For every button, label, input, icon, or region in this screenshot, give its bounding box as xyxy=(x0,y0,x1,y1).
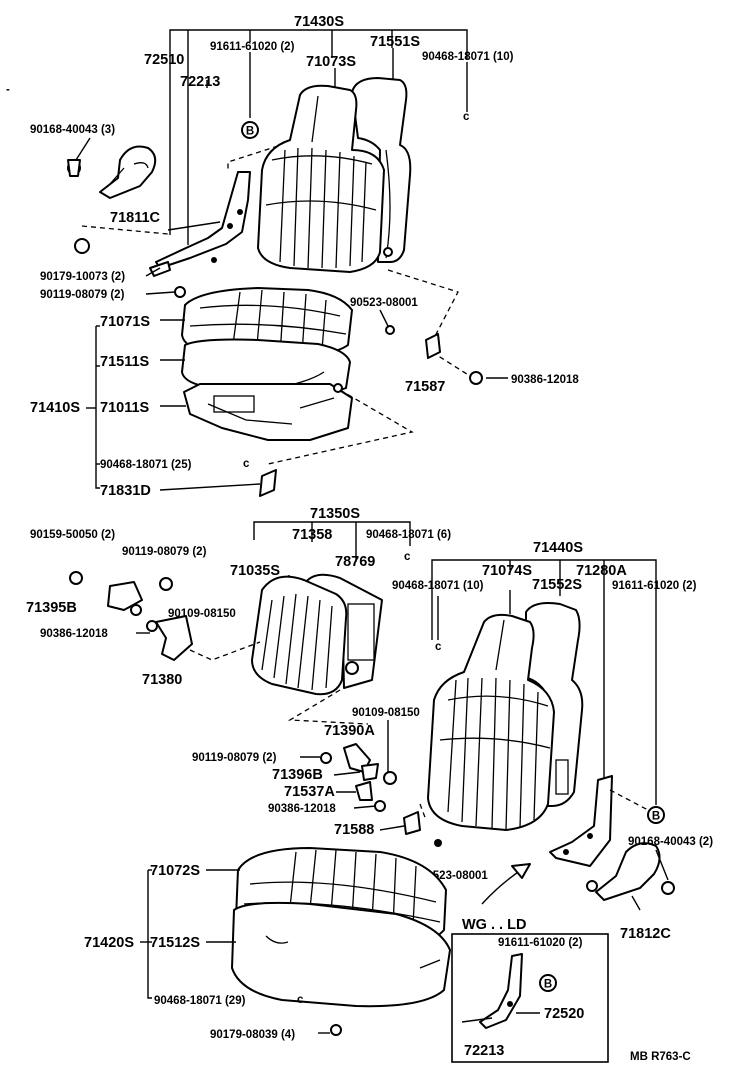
label-90179-b: 90179-08039 (4) xyxy=(210,1029,295,1041)
front-seatback xyxy=(257,77,412,273)
label-90386-a: 90386-12018 xyxy=(511,374,579,386)
label-72510: 72510 xyxy=(144,52,184,68)
label-71073S: 71073S xyxy=(306,54,356,70)
label-71072S: 71072S xyxy=(150,863,200,879)
label-71074S: 71074S xyxy=(482,563,532,579)
right-seatback-group: B 71440S 71074S 71280A 90468-18071 (10) … xyxy=(392,540,713,942)
label-91611-c: 91611-61020 (2) xyxy=(498,937,583,949)
label-71380: 71380 xyxy=(142,672,182,688)
diagram-code: MB R763-C xyxy=(630,1051,691,1063)
clip-marker-4: c xyxy=(435,641,442,653)
clip-marker-3: c xyxy=(404,551,411,563)
front-recliner-cover xyxy=(67,145,157,199)
front-recliner-bracket xyxy=(149,171,251,277)
wg-ld-inset: WG . . LD B 91611-61020 (2) 72520 72213 xyxy=(451,917,609,1063)
label-90523-a: 90523-08001 xyxy=(350,297,418,309)
b-marker-inset xyxy=(539,974,557,992)
clip-marker-1: c xyxy=(243,458,250,470)
front-clip-71587 xyxy=(425,333,441,359)
label-90159: 90159-50050 (2) xyxy=(30,529,115,541)
front-washer xyxy=(469,371,483,385)
b-marker-right xyxy=(647,806,665,824)
label-71511S: 71511S xyxy=(100,354,150,370)
front-nut xyxy=(385,325,395,335)
label-90119-a: 90119-08079 (2) xyxy=(40,289,125,301)
label-71831D: 71831D xyxy=(100,483,151,499)
label-71588: 71588 xyxy=(334,822,374,838)
label-71551S: 71551S xyxy=(370,34,420,50)
label-90179-a: 90179-10073 (2) xyxy=(40,271,125,283)
label-71396B: 71396B xyxy=(272,767,323,783)
front-hinge-cover xyxy=(259,469,277,497)
label-71358: 71358 xyxy=(292,527,332,543)
label-71512S: 71512S xyxy=(150,935,200,951)
label-90168-b: 90168-40043 (2) xyxy=(628,836,713,848)
label-71420S: 71420S xyxy=(84,935,134,951)
label-71390A: 71390A xyxy=(324,723,375,739)
label-71035S: 71035S xyxy=(230,563,280,579)
label-90468-d: 90468-18071 (10) xyxy=(392,580,484,592)
rear-cushion-group: 71072S 71420S 71512S 90468-18071 (29) 90… xyxy=(84,847,531,1041)
right-recliner-bracket xyxy=(549,775,613,867)
label-90468-e: 90468-18071 (29) xyxy=(154,995,246,1007)
label-90109-b: 90109-08150 xyxy=(352,707,420,719)
label-71552S: 71552S xyxy=(532,577,582,593)
rear-hinge-71380 xyxy=(155,615,193,661)
label-90386-c: 90386-12018 xyxy=(268,803,336,815)
label-90468-c: 90468-18071 (6) xyxy=(366,529,451,541)
label-71812C: 71812C xyxy=(620,926,671,942)
b-marker-right-text: B xyxy=(652,811,660,823)
label-90109-a: 90109-08150 xyxy=(168,608,236,620)
label-71071S: 71071S xyxy=(100,314,150,330)
label-71410S: 71410S xyxy=(30,400,80,416)
label-72213-b: 72213 xyxy=(464,1043,504,1059)
b-marker-front-text: B xyxy=(246,126,254,138)
label-71440S: 71440S xyxy=(533,540,583,556)
label-72520: 72520 xyxy=(544,1006,584,1022)
front-bolt xyxy=(174,286,186,298)
label-71587: 71587 xyxy=(405,379,445,395)
label-90119-c: 90119-08079 (2) xyxy=(192,752,277,764)
front-cap xyxy=(74,238,90,254)
front-seat-frame xyxy=(183,383,353,441)
b-marker-inset-text: B xyxy=(544,979,552,991)
label-72213-a: 72213 xyxy=(180,74,220,90)
edge-tick: - xyxy=(6,84,10,96)
label-91611-b: 91611-61020 (2) xyxy=(612,580,697,592)
label-71430S: 71430S xyxy=(294,14,344,30)
label-71350S: 71350S xyxy=(310,506,360,522)
clip-marker-5: c xyxy=(297,994,304,1006)
clip-71588 xyxy=(403,811,421,835)
inset-frame xyxy=(451,933,609,1063)
label-90468-a: 90468-18071 (10) xyxy=(422,51,514,63)
label-71811C: 71811C xyxy=(110,210,161,226)
label-90468-b: 90468-18071 (25) xyxy=(100,459,192,471)
inset-title: WG . . LD xyxy=(462,917,526,933)
label-78769: 78769 xyxy=(335,554,375,570)
label-71537A: 71537A xyxy=(284,784,335,800)
center-hardware-group: 90109-08150 71390A 90119-08079 (2) 71396… xyxy=(192,689,488,882)
front-seat-group: B 71430S 72510 91611-61020 (2) 71551S 71… xyxy=(30,14,579,499)
label-90386-b: 90386-12018 xyxy=(40,628,108,640)
rear-seatback-group: 71350S 71358 90468-18071 (6) 71035S 7876… xyxy=(26,506,451,696)
b-marker-front xyxy=(241,121,259,139)
label-71011S: 71011S xyxy=(100,400,150,416)
label-90168-a: 90168-40043 (3) xyxy=(30,124,115,136)
right-recliner-cover xyxy=(595,842,661,901)
label-90119-b: 90119-08079 (2) xyxy=(122,546,207,558)
clip-marker-2: c xyxy=(463,111,470,123)
label-71395B: 71395B xyxy=(26,600,77,616)
label-91611-a: 91611-61020 (2) xyxy=(210,41,295,53)
label-71280A: 71280A xyxy=(576,563,627,579)
